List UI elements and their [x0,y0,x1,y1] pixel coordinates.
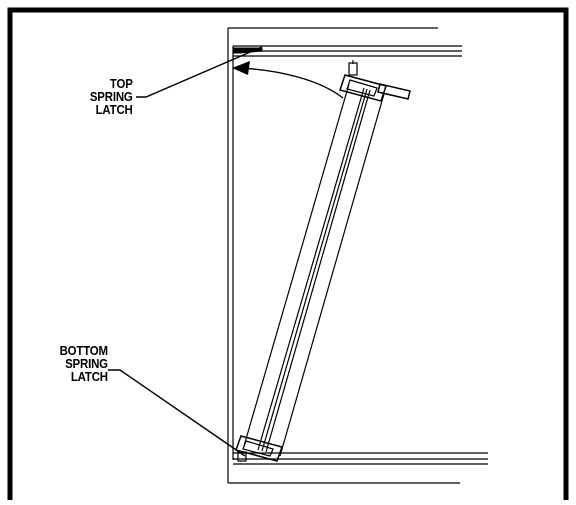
top-cap [339,74,387,102]
bottom-cap-inner [242,440,274,457]
top-leader-line [136,46,263,98]
outer-frame [7,7,569,500]
bottom-spring-latch-label: BOTTOM SPRING LATCH [60,344,108,383]
leaders [108,46,344,457]
swing-arrow-head [232,61,250,75]
top-spring-latch-label: TOP SPRING LATCH [90,77,133,116]
top-spring-nub [348,62,358,76]
top-label-line-2: SPRING [90,89,133,104]
bottom-label-line-1: BOTTOM [59,343,108,358]
panel-rail-2 [257,87,365,451]
swing-arrow [239,67,344,99]
top-cap-inner [346,79,378,97]
panel-rail-3 [265,89,371,453]
panel-rail-inner [261,88,368,452]
bottom-label-line-2: SPRING [65,356,108,371]
panel-rail-1 [243,83,350,447]
top-latch-handle [377,83,411,100]
top-label-line-1: TOP [110,76,133,91]
tilted-panel [235,60,411,462]
bottom-leader-line [108,369,246,457]
top-label-line-3: LATCH [95,102,133,117]
enclosure [227,27,488,484]
bottom-spring-nub [237,451,247,462]
bottom-cap [235,435,283,462]
panel-rail-4 [279,93,385,457]
bottom-label-line-3: LATCH [70,369,108,384]
